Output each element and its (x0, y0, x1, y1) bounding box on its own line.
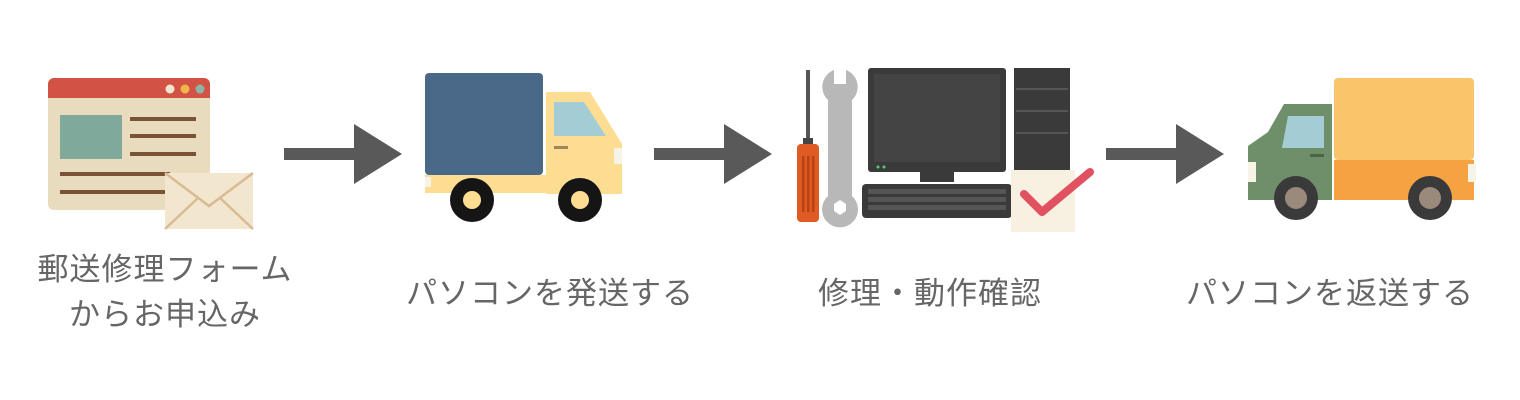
delivery-truck-blue-icon (425, 73, 622, 222)
step-2-label-line-1: パソコンを発送する (406, 276, 694, 312)
step-4-label-line-1: パソコンを返送する (1186, 276, 1474, 312)
step-3-label: 修理・動作確認 (780, 272, 1080, 317)
step-4-label: パソコンを返送する (1160, 272, 1500, 317)
right-arrow-icon (1106, 124, 1224, 184)
step-2-label: パソコンを発送する (380, 272, 720, 317)
repair-tools-computer-icon (797, 68, 1094, 232)
right-arrow-icon (654, 124, 772, 184)
step-3-label-line-1: 修理・動作確認 (818, 276, 1042, 312)
step-1-label-line-2: からお申込み (69, 297, 261, 333)
step-1-label-line-1: 郵送修理フォーム (37, 252, 293, 288)
step-1-label: 郵送修理フォーム からお申込み (10, 248, 320, 338)
right-arrow-icon (284, 124, 402, 184)
delivery-truck-green-icon (1248, 78, 1476, 220)
web-form-mail-icon (48, 78, 254, 230)
